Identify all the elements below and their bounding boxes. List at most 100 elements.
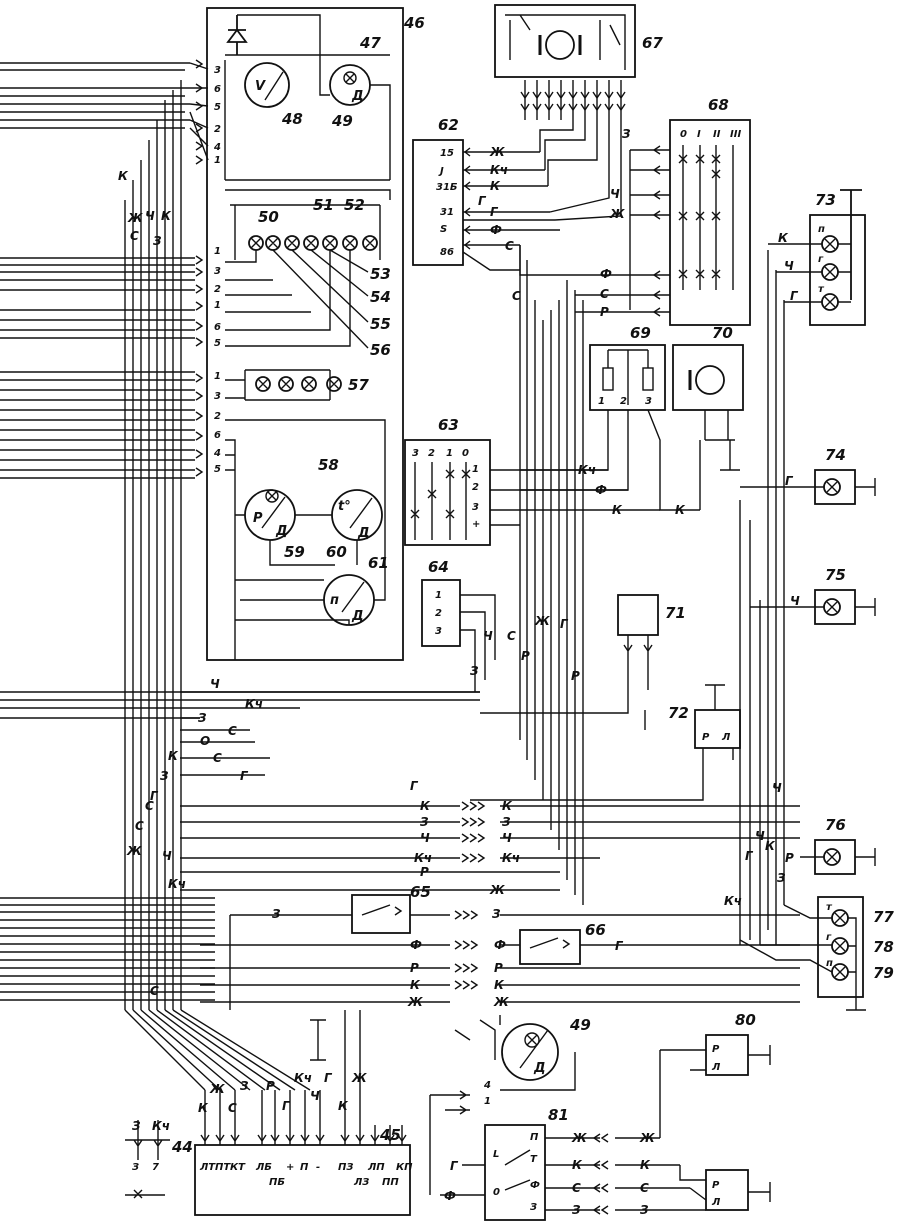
instrument-panel-46: 46 3 6 5 2 4 1 1 3 2 1 6 5 1 3 2 6 4 5 — [189, 7, 425, 661]
pin-label: 2 — [214, 284, 221, 295]
pin-label: ПЗ — [338, 1162, 353, 1173]
wire-label: Ж — [126, 844, 142, 858]
wire-label: С — [507, 629, 516, 643]
wire-label: Ж — [609, 207, 625, 221]
wire-label: Г — [240, 769, 249, 783]
wire-label: Ж — [489, 145, 505, 159]
wire-label: Г — [790, 289, 799, 303]
callout-49-lower: 49 — [569, 1016, 591, 1034]
wire-label: З — [622, 127, 631, 141]
wire-label: Ж — [127, 211, 143, 225]
wire-label: О — [200, 734, 210, 748]
block-67-outline — [494, 4, 636, 78]
pin-label: 1 — [214, 371, 221, 382]
wire-label: Ч — [784, 259, 794, 273]
relay-label-r: Р — [712, 1044, 720, 1055]
lamp-76: 76 Р — [785, 816, 876, 875]
relay-label-r: Р — [702, 732, 710, 743]
pin-label: ПТ — [215, 1162, 231, 1173]
wire-label: С — [150, 984, 159, 998]
pin-label: КТ — [230, 1162, 246, 1173]
wire-label: К — [410, 978, 421, 992]
pin-label: 6 — [214, 84, 221, 95]
relay-label-l: Л — [711, 1197, 721, 1208]
wire-label: Ч — [755, 829, 765, 843]
pin-label: З — [530, 1202, 537, 1213]
callout-79: 79 — [873, 964, 894, 982]
wire-label: Г — [490, 205, 499, 219]
wire-label: Г — [450, 1159, 459, 1173]
block-69: 69 1 2 3 — [520, 324, 700, 511]
pin-label: 4 — [213, 448, 221, 459]
callout-51: 51 — [313, 196, 334, 214]
connector-45-outline — [194, 1144, 411, 1216]
wiper-motor-67: 67 — [494, 4, 663, 120]
callout-53: 53 — [370, 265, 391, 283]
wire-label: Р — [266, 1079, 275, 1093]
wire-label: С — [145, 799, 154, 813]
pin-label: т — [826, 902, 833, 913]
callout-77: 77 — [873, 908, 894, 926]
wire-label: З — [572, 1203, 581, 1217]
relay-label-l: Л — [711, 1062, 721, 1073]
pin-label: 0 — [680, 129, 687, 140]
relay-label-l: Л — [721, 732, 731, 743]
pin-label: 3 — [214, 391, 221, 402]
wire-label: Кч — [724, 894, 742, 908]
callout-60: 60 — [326, 543, 347, 561]
wire-label: К — [338, 1099, 349, 1113]
callout-47: 47 — [359, 34, 381, 52]
right-vertical-wires: Кч Г Ч К З Ч — [724, 250, 786, 945]
callout-66: 66 — [585, 921, 606, 939]
block-68-outline — [669, 119, 751, 326]
lamp-75: 75 Ч — [750, 566, 876, 625]
wire-label: Ф — [595, 483, 607, 497]
wire-label: Р — [571, 669, 580, 683]
connector-45-pins: ЛТ ПТ КТ ЛБ ПБ + П - ПЗ ЛЗ ЛП ПП КП — [199, 1162, 413, 1188]
wire-label: К — [765, 839, 776, 853]
wire-label: Ч — [310, 1089, 320, 1103]
pin-label: ПБ — [269, 1177, 285, 1188]
callout-44: 44 — [171, 1138, 193, 1156]
callout-56: 56 — [370, 341, 391, 359]
left-vertical-wire-labels: К С Ж Ч К З С С Ж Г Ч Кч С З К — [118, 169, 186, 998]
pin-label: 1 — [472, 464, 479, 475]
wire-label: Ч — [483, 629, 493, 643]
callout-49: 49 — [331, 112, 353, 130]
pin-label: 1 — [484, 1096, 491, 1107]
wire-label: Кч — [414, 851, 432, 865]
panel-pins-top: 3 6 5 2 4 1 — [189, 59, 221, 166]
wire-label: Ж — [489, 883, 505, 897]
callout-70: 70 — [712, 324, 733, 342]
gauge-58-label-r: Р — [253, 511, 263, 526]
callout-54: 54 — [370, 288, 391, 306]
wire-label: З — [777, 871, 786, 885]
callout-63: 63 — [438, 416, 459, 434]
motor-icon — [695, 365, 725, 395]
callout-58: 58 — [318, 456, 339, 474]
block-63-outline — [404, 439, 491, 546]
callout-72: 72 — [668, 704, 689, 722]
lamp-icon — [301, 376, 317, 392]
wire-label: С — [213, 751, 222, 765]
wire-label: Ж — [639, 1131, 655, 1145]
callout-65: 65 — [410, 883, 431, 901]
pin-label: L — [493, 1149, 499, 1160]
pin-label: Т — [530, 1154, 538, 1165]
wire-label: Ж — [209, 1082, 225, 1096]
wire-label: Р — [494, 961, 503, 975]
block-62: 62 15 J 31Б 31 S 86 Ж Кч К Г Г Ф С — [412, 116, 560, 271]
wire-label: Г — [745, 849, 754, 863]
gauge-60-label-t: t° — [338, 499, 351, 514]
pin-label: J — [438, 166, 444, 177]
lamp-icon — [278, 376, 294, 392]
gauge-61-label-n: п — [330, 593, 339, 608]
wire-label: К — [490, 179, 501, 193]
voltmeter-label: V — [255, 79, 266, 94]
callout-81: 81 — [548, 1106, 569, 1124]
callout-46: 46 — [403, 14, 425, 32]
pin-label: 5 — [214, 464, 221, 475]
component-71: 71 — [480, 594, 686, 730]
wire-label: Кч — [152, 1119, 170, 1133]
pin-label: ПП — [382, 1177, 399, 1188]
